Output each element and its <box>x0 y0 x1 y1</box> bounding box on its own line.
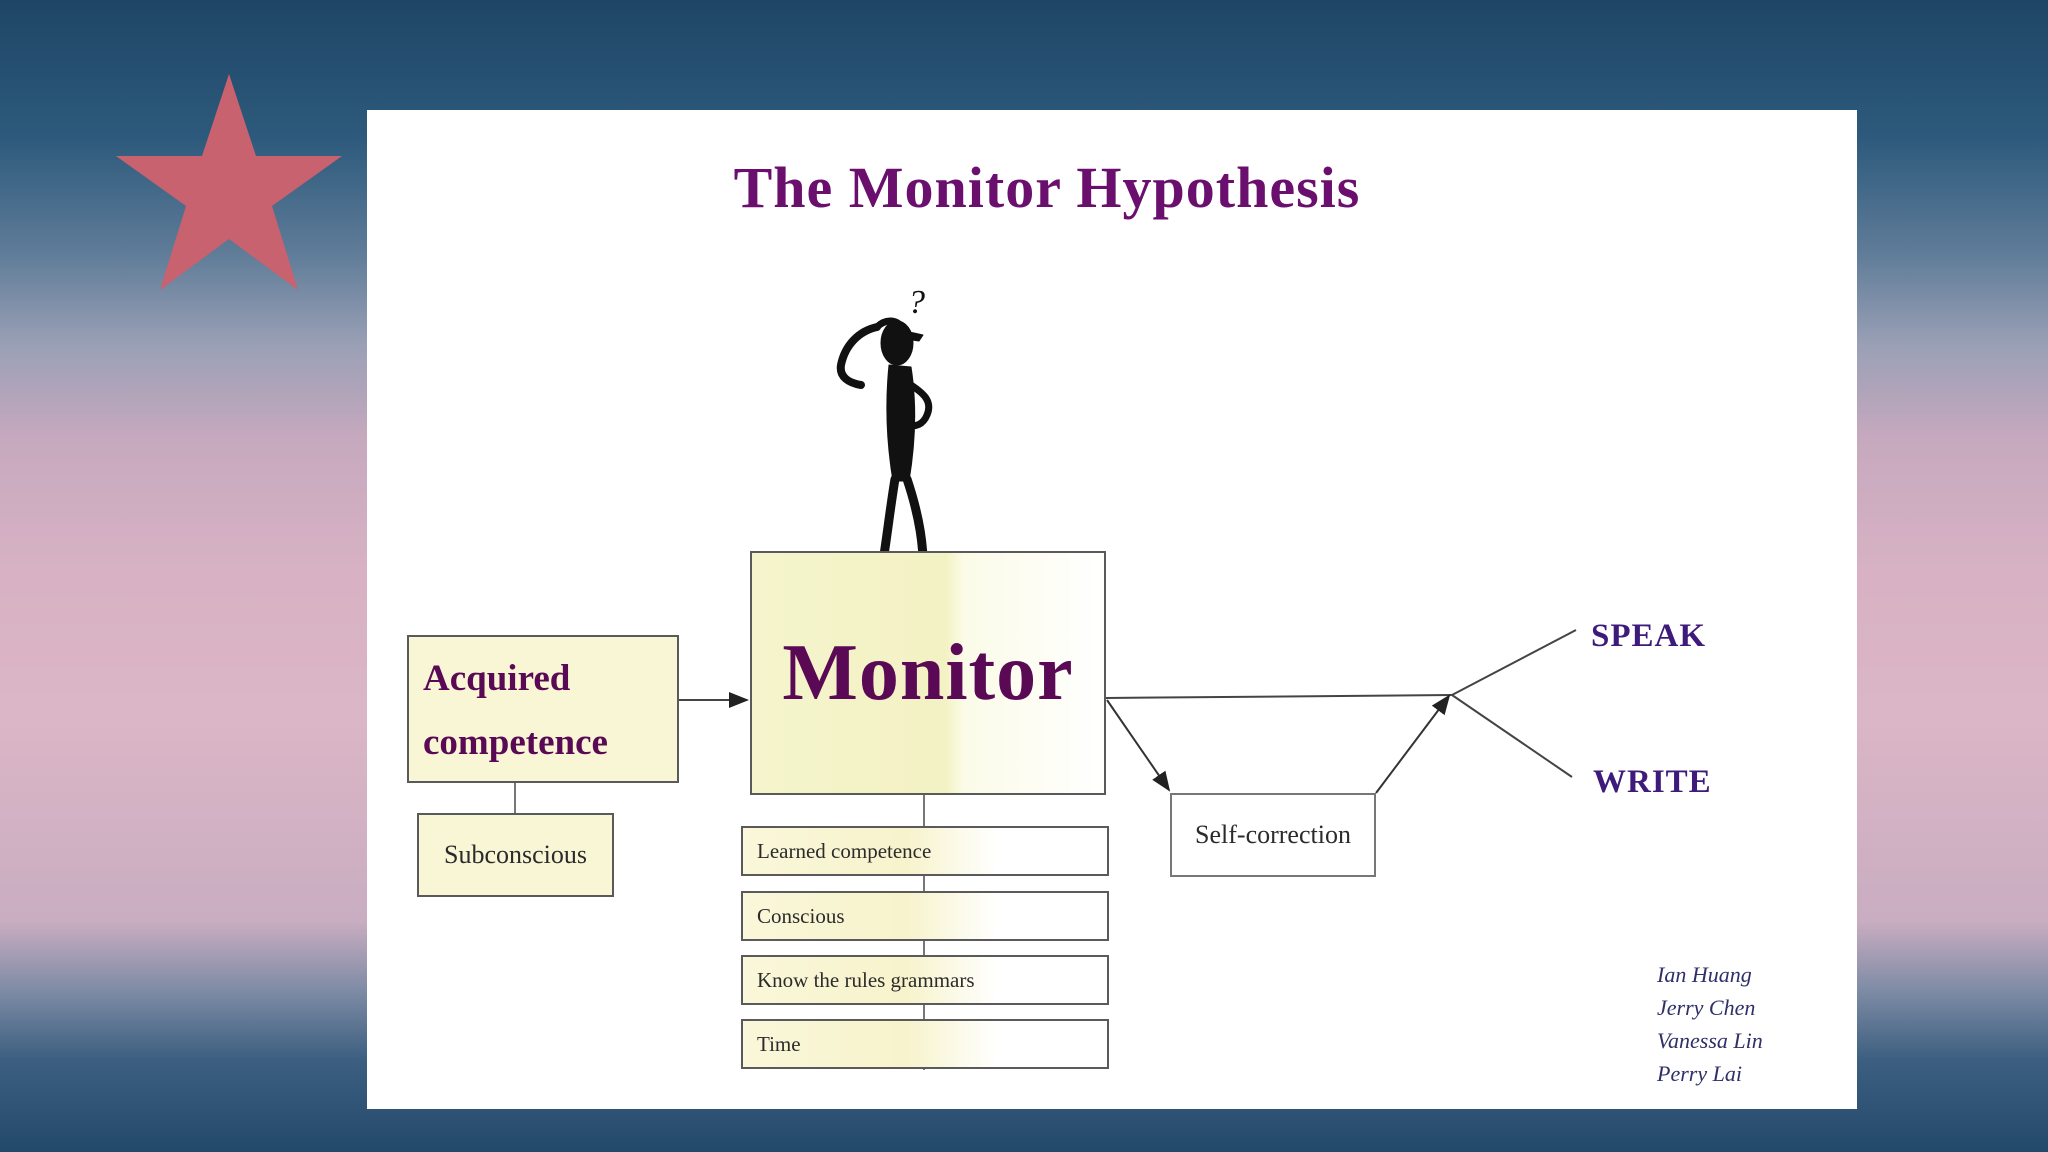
arrow-monitor-to-selfcorrection <box>1106 699 1171 792</box>
credits-list: Ian Huang Jerry Chen Vanessa Lin Perry L… <box>1657 958 1763 1090</box>
credit-name: Perry Lai <box>1657 1061 1742 1086</box>
monitor-box: Monitor <box>750 551 1106 795</box>
acquired-line-2: competence <box>423 722 608 763</box>
output-speak: SPEAK <box>1591 618 1707 654</box>
line-junction-to-write <box>1451 694 1573 778</box>
acquired-competence-box: Acquired competence <box>407 635 679 783</box>
know-rules-box: Know the rules grammars <box>741 955 1109 1005</box>
question-mark: ? <box>908 284 925 321</box>
slide: The Monitor Hypothesis <box>367 110 1857 1109</box>
credit-name: Ian Huang <box>1657 962 1752 987</box>
time-box: Time <box>741 1019 1109 1069</box>
slide-title: The Monitor Hypothesis <box>733 155 1361 220</box>
learned-competence-box: Learned competence <box>741 826 1109 876</box>
diagram-connectors <box>514 629 1577 1070</box>
conscious-box: Conscious <box>741 891 1109 941</box>
credit-name: Vanessa Lin <box>1657 1028 1763 1053</box>
line-junction-to-speak <box>1451 629 1577 696</box>
star-icon <box>116 74 342 290</box>
credit-name: Jerry Chen <box>1657 995 1756 1020</box>
subconscious-box: Subconscious <box>417 813 614 897</box>
acquired-line-1: Acquired <box>423 658 571 699</box>
arrow-selfcorrection-to-junction <box>1375 694 1451 794</box>
self-correction-box: Self-correction <box>1170 793 1376 877</box>
line-monitor-to-junction <box>1105 694 1453 699</box>
output-write: WRITE <box>1593 764 1712 800</box>
